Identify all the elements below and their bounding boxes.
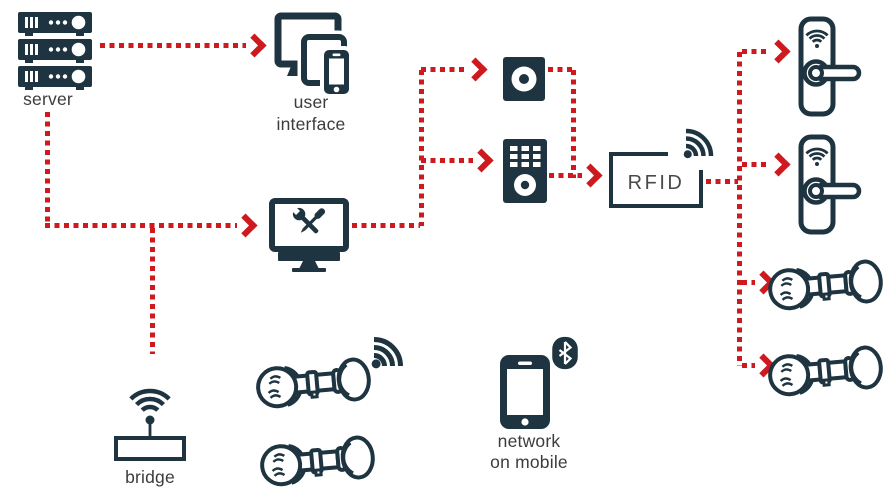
connector-terminal-out: [352, 223, 420, 228]
connector-to-cylinder2: [742, 363, 755, 368]
connector-branch-bridge: [150, 228, 155, 354]
wifi-bridge-icon: [114, 388, 186, 461]
connector-to-cylinder1: [742, 280, 755, 285]
node-cylinder-right-1: [768, 258, 884, 314]
bridge-label: bridge: [125, 467, 175, 487]
bluetooth-icon: [552, 336, 578, 370]
node-keypad-reader: [502, 138, 548, 204]
lock-cylinder-icon: [768, 259, 883, 311]
rfid-wifi: [668, 114, 724, 170]
arrowhead-to-door2: [766, 152, 791, 177]
lock-cylinder-icon: [768, 345, 883, 397]
monitor-tools-icon: [269, 198, 349, 272]
node-wall-reader: [502, 56, 546, 102]
arrowhead-to-reader: [463, 57, 488, 82]
wifi-icon: [668, 114, 724, 170]
cylinder-wifi-signal: [354, 322, 414, 382]
connector-to-door1: [742, 49, 770, 54]
rfid-label: RFID: [627, 171, 685, 194]
connector-mid-vertical: [419, 70, 424, 226]
connector-to-reader: [421, 67, 467, 72]
connector-reader-out: [548, 67, 574, 72]
user-interface-label: user interface: [276, 92, 346, 134]
connector-to-terminal: [45, 223, 237, 228]
node-cylinder-plain: [260, 434, 376, 490]
connector-to-door2: [742, 162, 770, 167]
smartphone-icon: [500, 355, 550, 429]
multi-device-icon: [274, 12, 353, 98]
server-label: server: [23, 89, 73, 109]
connector-reader-down: [571, 70, 576, 178]
wifi-signal-icon: [371, 336, 404, 369]
smart-door-handle-icon: [798, 16, 862, 117]
node-config-terminal: [268, 198, 350, 274]
network-on-mobile-label: network on mobile: [490, 431, 568, 472]
lock-cylinder-icon: [256, 357, 371, 409]
node-cylinder-wifi: [256, 356, 372, 412]
connector-to-rfid: [549, 173, 582, 178]
arrowhead-to-ui: [242, 33, 267, 58]
round-reader-icon: [503, 57, 545, 101]
arrowhead-to-door1: [766, 39, 791, 64]
bluetooth-badge: [551, 336, 579, 370]
smart-door-handle-icon: [798, 134, 862, 235]
node-cylinder-right-2: [768, 344, 884, 400]
node-door-handle-2: [798, 134, 862, 236]
connector-to-keypad: [421, 158, 473, 163]
arrowhead-to-keypad: [469, 148, 494, 173]
lock-cylinder-icon: [260, 435, 375, 487]
arrowhead-to-terminal: [233, 213, 258, 238]
connector-server-to-ui: [100, 43, 246, 48]
node-network-on-mobile: [498, 354, 552, 430]
keypad-reader-icon: [503, 139, 547, 203]
server-rack-icon: [18, 12, 92, 90]
connector-server-down: [45, 112, 50, 228]
node-door-handle-1: [798, 16, 862, 118]
node-server: [16, 12, 96, 90]
connector-right-vertical: [737, 52, 742, 366]
arrowhead-to-rfid: [578, 163, 603, 188]
connector-rfid-out: [706, 179, 738, 184]
node-bridge: [108, 364, 192, 462]
node-user-interface: [274, 12, 353, 98]
